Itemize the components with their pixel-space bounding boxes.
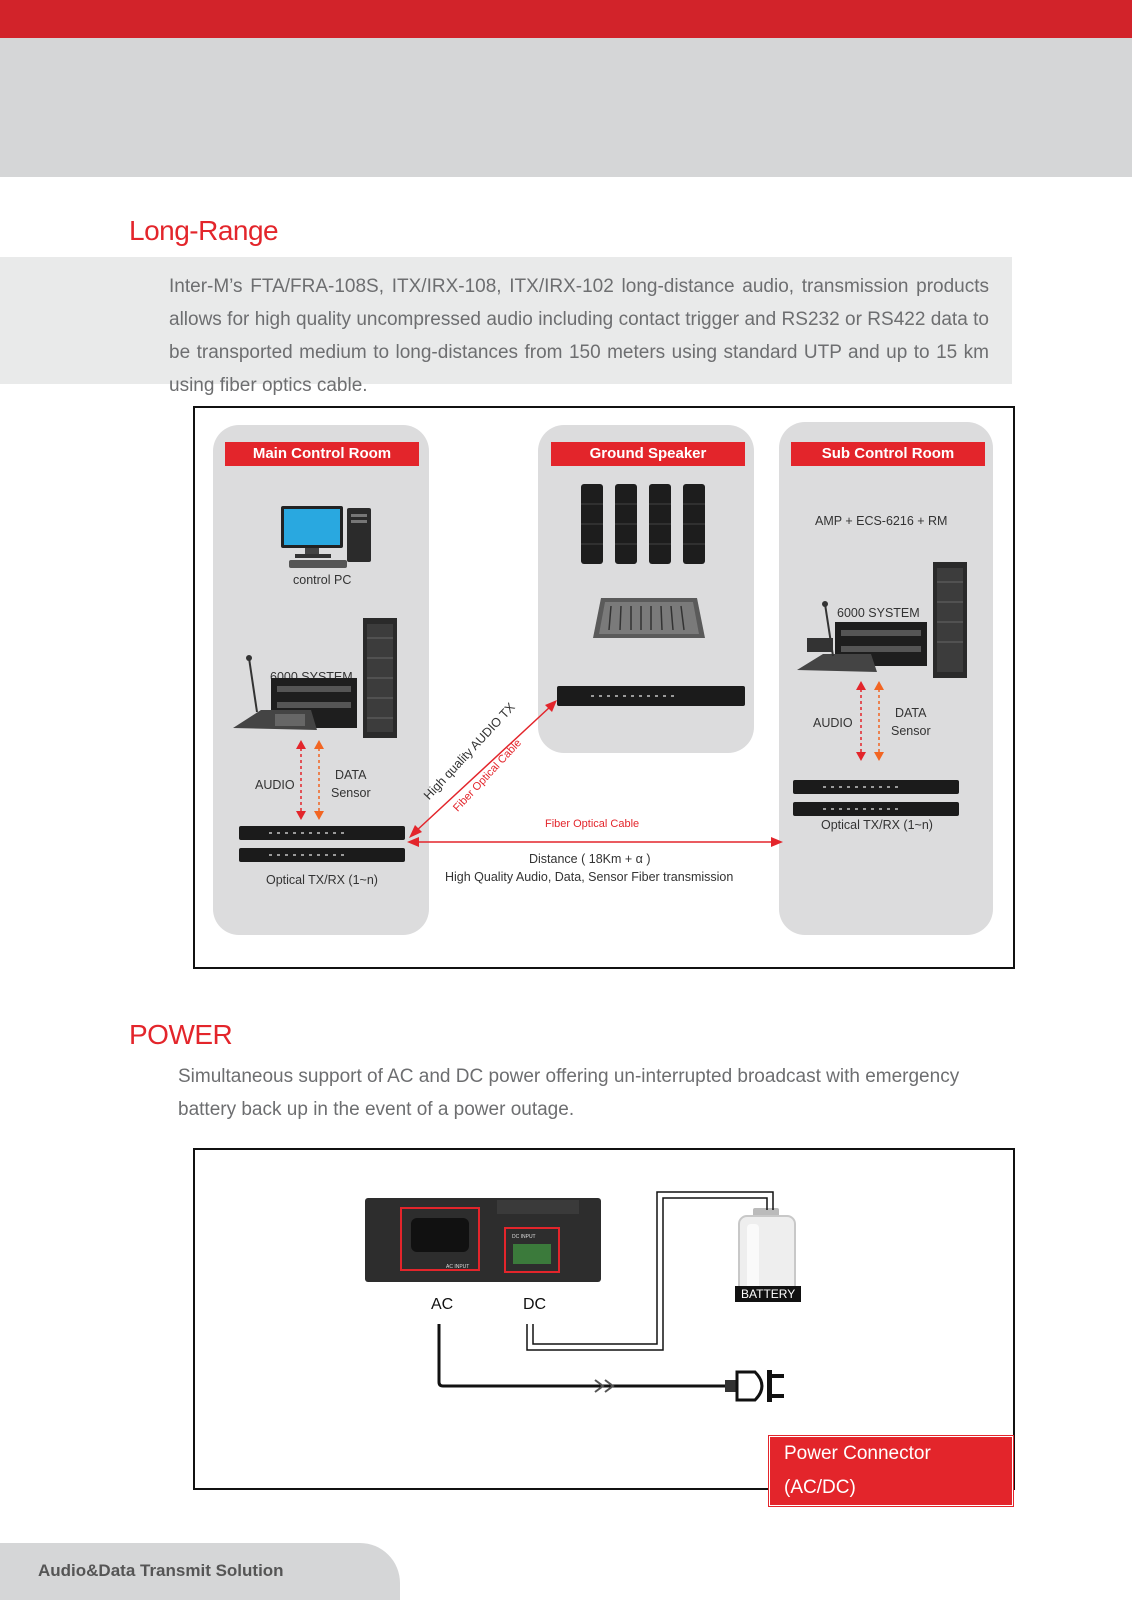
transmission-label: High Quality Audio, Data, Sensor Fiber t… <box>445 870 733 884</box>
long-range-description: Inter-M’s FTA/FRA-108S, ITX/IRX-108, ITX… <box>169 270 989 402</box>
header-grey-band <box>0 38 1132 177</box>
fiber-cable-label: Fiber Optical Cable <box>545 818 639 830</box>
power-connector-label: Power Connector (AC/DC) <box>769 1436 1013 1506</box>
long-range-diagram: Main Control Room Ground Speaker Sub Con… <box>193 406 1015 969</box>
distance-label: Distance ( 18Km + α ) <box>529 852 651 866</box>
power-diagram: AC INPUT DC INPUT AC DC BATTERY Power Co… <box>193 1148 1015 1490</box>
power-description: Simultaneous support of AC and DC power … <box>178 1060 998 1126</box>
power-wiring <box>195 1150 1009 1484</box>
section-title-long-range: Long-Range <box>129 215 278 247</box>
section-title-power: POWER <box>129 1019 232 1051</box>
footer-title: Audio&Data Transmit Solution <box>38 1561 284 1581</box>
header-red-bar <box>0 0 1132 38</box>
